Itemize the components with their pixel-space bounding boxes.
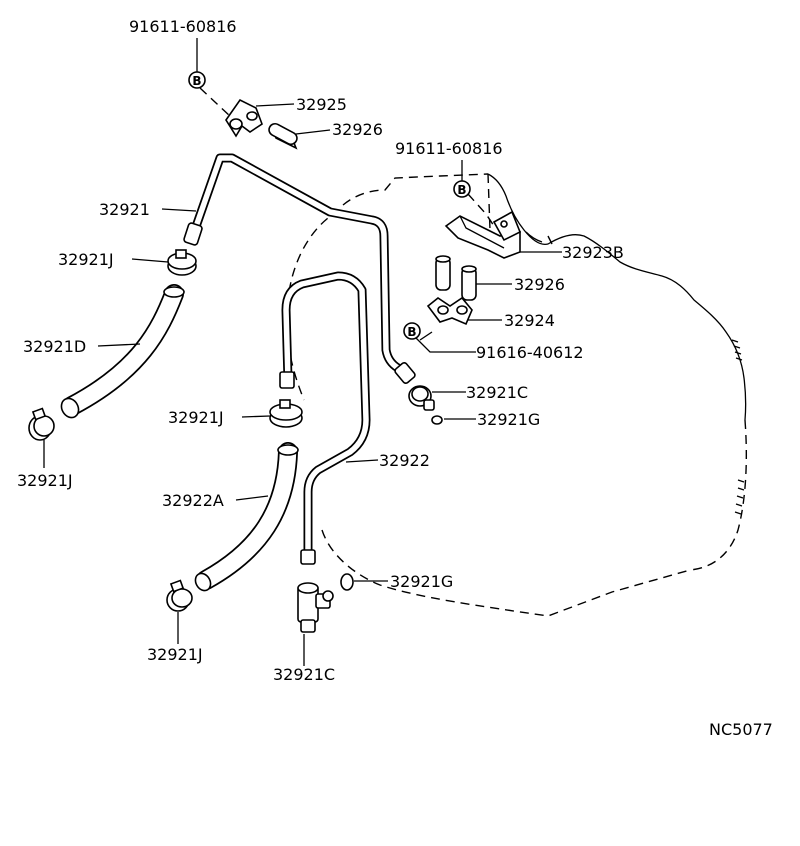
- bolt-top-1-marker: B: [188, 71, 206, 89]
- label-gasket-32921g-1: 32921G: [477, 410, 540, 429]
- label-clip-32921j-2: 32921J: [168, 408, 224, 427]
- label-sleeve-top: 32926: [332, 120, 383, 139]
- diagram-code: NC5077: [709, 720, 773, 739]
- label-clip-32921j-3: 32921J: [17, 471, 73, 490]
- label-bracket-32923b: 32923B: [562, 243, 624, 262]
- label-bolt-top-2: 91611-60816: [395, 139, 503, 158]
- label-bolt-top-1: 91611-60816: [129, 17, 237, 36]
- svg-text:B: B: [192, 74, 201, 88]
- gasket-32921g-2: [340, 573, 354, 591]
- bracket-32923b: [444, 210, 522, 259]
- label-union-32921c-1: 32921C: [466, 383, 528, 402]
- pipe-32921: [183, 153, 416, 384]
- clip-32921j-2: [28, 407, 55, 441]
- clip-32921j-4: [166, 579, 193, 612]
- bolt-91616-leader-stub: [419, 331, 433, 341]
- bolt-top-2-guide: [467, 193, 495, 227]
- label-clamp-32924: 32924: [504, 311, 555, 330]
- bolt-top-1-guide: [199, 87, 233, 119]
- label-clamp-32925: 32925: [296, 95, 347, 114]
- label-bolt-91616: 91616-40612: [476, 343, 584, 362]
- clip-32921j-3: [269, 399, 303, 428]
- label-clip-32921j-4: 32921J: [147, 645, 203, 664]
- hose-32922a: [194, 442, 299, 592]
- hose-32921d: [60, 284, 185, 419]
- pipe-32922: [279, 271, 371, 565]
- svg-text:B: B: [457, 183, 466, 197]
- union-32921c-1: [408, 385, 435, 411]
- label-pipe-32921: 32921: [99, 200, 150, 219]
- gasket-32921g-1: [431, 415, 443, 425]
- label-gasket-32921g-2: 32921G: [390, 572, 453, 591]
- clamp-32924: [426, 296, 473, 326]
- label-sleeve-mid: 32926: [514, 275, 565, 294]
- label-pipe-32922: 32922: [379, 451, 430, 470]
- sleeve-32926-top: [268, 122, 298, 150]
- label-hose-32922a: 32922A: [162, 491, 224, 510]
- union-32921c-2: [297, 582, 334, 633]
- bolt-top-2-marker: B: [453, 180, 471, 198]
- clamp-32925: [225, 98, 263, 138]
- label-union-32921c-2: 32921C: [273, 665, 335, 684]
- label-hose-32921d: 32921D: [23, 337, 86, 356]
- clip-32921j-1: [167, 249, 197, 276]
- case-teeth: [731, 339, 745, 515]
- leader-lines: [43, 38, 562, 666]
- sleeve-32926-mid: [435, 255, 477, 301]
- bolt-91616-marker: B: [403, 322, 421, 340]
- svg-text:B: B: [407, 325, 416, 339]
- label-clip-32921j-1: 32921J: [58, 250, 114, 269]
